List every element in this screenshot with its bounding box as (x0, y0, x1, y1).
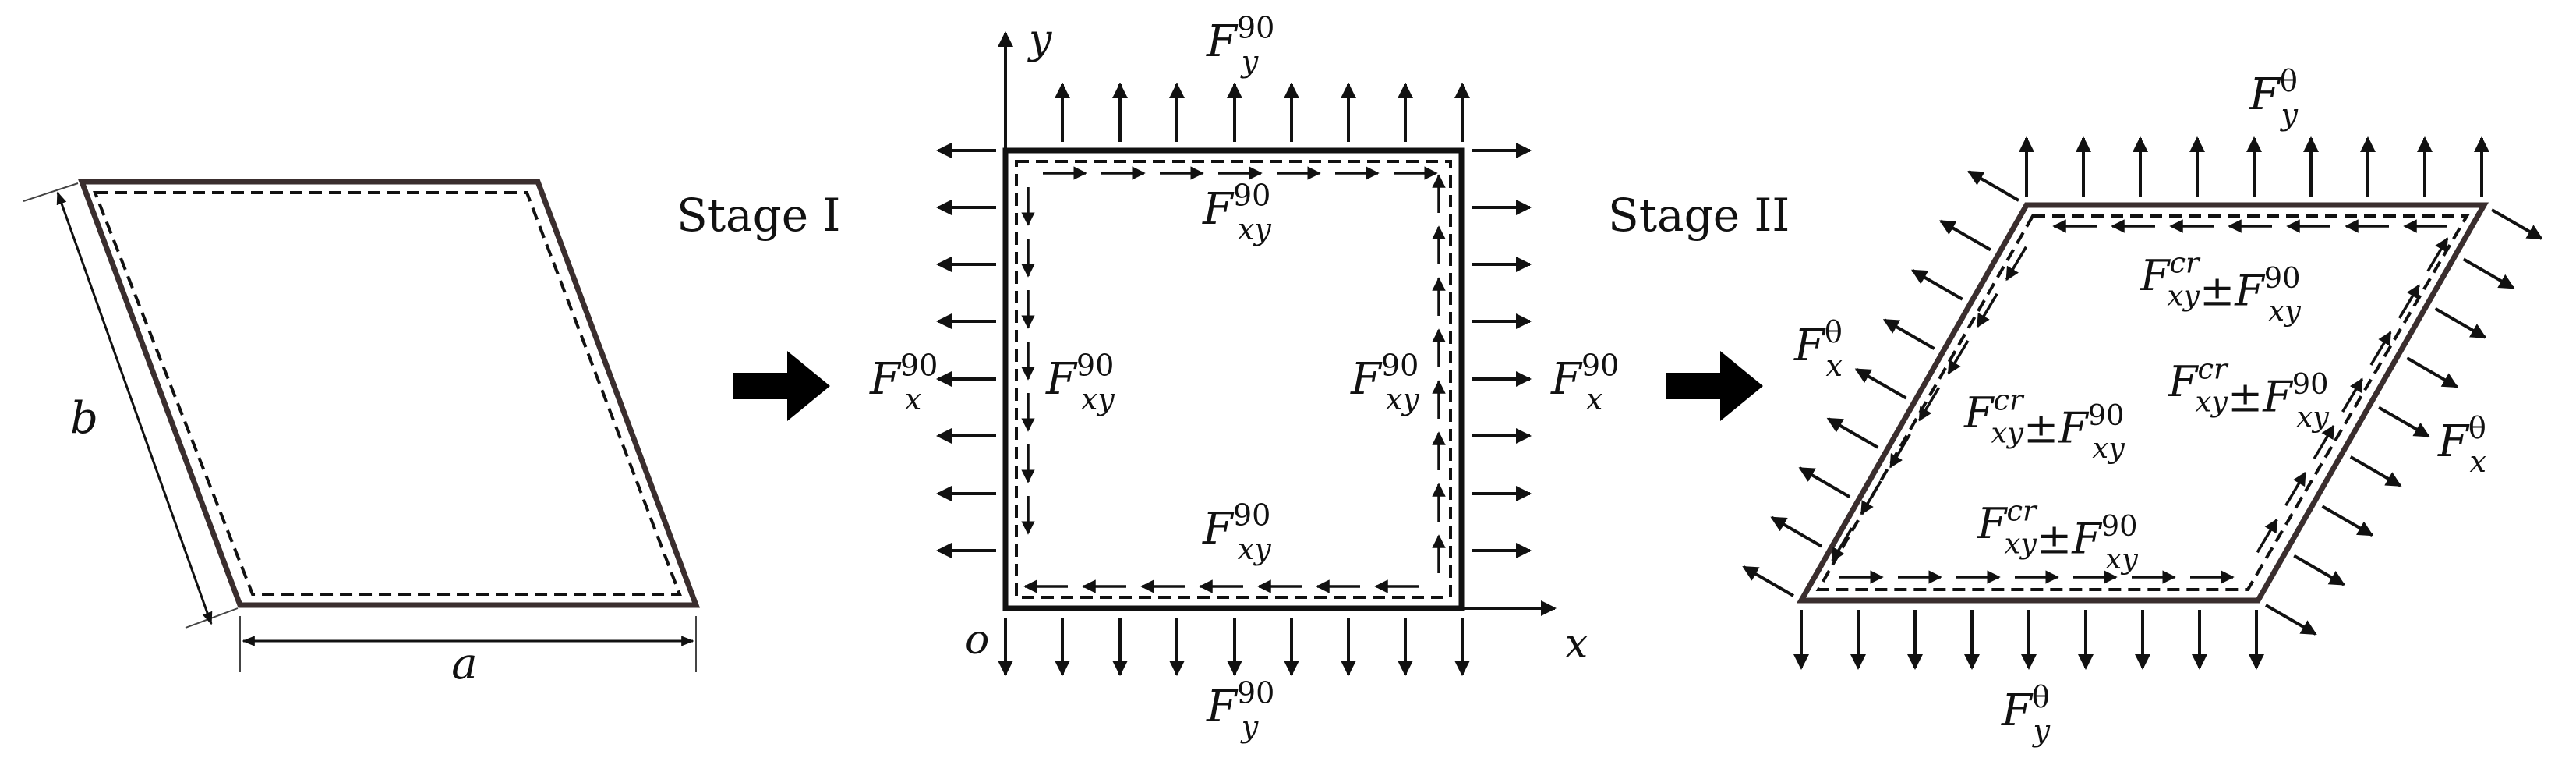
load-arrow-left (1939, 219, 1991, 252)
load-arrow-left (1854, 367, 1907, 400)
dim-b-line (56, 191, 213, 625)
load-arrow-right (2264, 604, 2317, 636)
load-arrow-right (2293, 554, 2345, 586)
stage-2-label: Stage II (1608, 189, 1790, 242)
dim-b-ext-top (23, 182, 79, 202)
stage-1-load-arrows (936, 83, 1532, 676)
rect-plate-dashed (1015, 160, 1452, 599)
shear-arrow-right (2398, 284, 2420, 319)
dim-b-ext-bottom (185, 607, 239, 629)
shear-arrow-right (2284, 471, 2307, 507)
load-arrow-left (1826, 417, 1879, 449)
load-arrow-right (2321, 505, 2374, 537)
stage-2-arrow-icon (1666, 351, 1763, 421)
load-arrow-right (2406, 356, 2458, 388)
skew-plate-dashed (1815, 214, 2470, 591)
shear-arrow-right (2426, 237, 2449, 272)
origin-label: o (965, 617, 989, 664)
stage-1-label: Stage I (677, 189, 840, 242)
load-arrow-left (1742, 565, 1795, 597)
load-arrow-left (1798, 466, 1851, 498)
load-arrow-left (1967, 170, 2020, 202)
shear-arrow-left (2005, 246, 2027, 282)
shear-arrow-left (1831, 527, 1853, 562)
shear-arrow-right (2256, 518, 2278, 554)
skew-plate-outline (1796, 202, 2489, 604)
load-arrow-right (2462, 257, 2515, 290)
axis-y-label: y (1027, 16, 1052, 63)
stage-1-arrow-icon (733, 351, 830, 421)
stage-2-shear-arrows (1831, 219, 2449, 584)
load-arrow-right (2434, 307, 2487, 339)
shear-arrow-left (1860, 480, 1882, 515)
rect-plate-outline (1002, 147, 1465, 611)
load-arrow-left (1911, 269, 1963, 301)
shear-arrow-left (1947, 339, 1970, 375)
load-arrow-right (2377, 406, 2430, 438)
dim-b-label: b (70, 393, 98, 444)
axis-x-label: x (1565, 621, 1588, 668)
shear-arrow-left (1918, 387, 1941, 422)
shear-arrow-left (1889, 434, 1911, 469)
shear-arrow-right (2313, 424, 2335, 460)
shear-arrow-right (2341, 377, 2364, 413)
stage-1-shear-arrows (1021, 166, 1446, 593)
dim-a-label: a (451, 639, 477, 689)
shear-arrow-right (2369, 331, 2392, 366)
load-arrow-left (1882, 318, 1935, 350)
load-arrow-right (2490, 208, 2543, 240)
load-arrow-right (2349, 455, 2402, 487)
panel-plate-geometry: b a (23, 179, 701, 689)
load-arrow-left (1770, 515, 1823, 548)
shear-arrow-left (1976, 292, 1998, 328)
plate-dashed-inner (93, 191, 682, 596)
stage-2-load-arrows (1742, 136, 2543, 670)
